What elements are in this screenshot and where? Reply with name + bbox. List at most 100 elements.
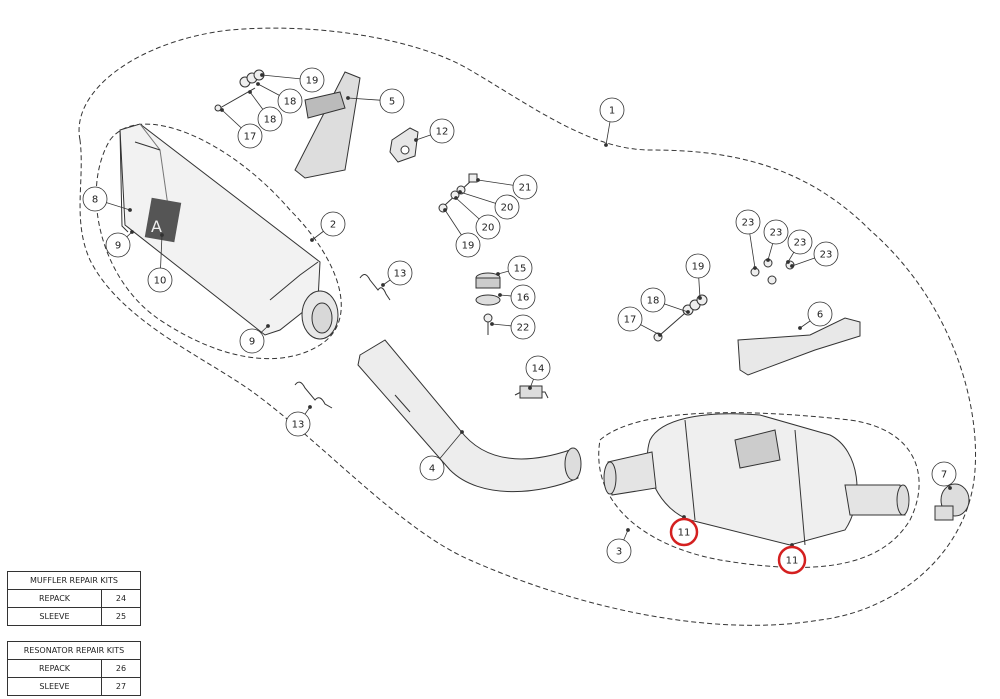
- callout-c19b: 19: [443, 208, 481, 258]
- hanger-strap-drawing: [294, 71, 361, 179]
- callout-c18a: 18: [256, 82, 303, 114]
- callout-number: 10: [154, 276, 167, 287]
- leader-dot: [160, 233, 164, 237]
- callout-number: 18: [647, 296, 660, 307]
- callout-circle: [237, 123, 263, 149]
- callout-c1: 1: [599, 97, 625, 147]
- callout-number: 11: [678, 528, 691, 539]
- leader-dot: [698, 296, 702, 300]
- leader-dot: [443, 208, 447, 212]
- callout-number: 16: [517, 293, 530, 304]
- callout-c19a: 19: [260, 67, 325, 93]
- callout-c13b: 13: [285, 405, 312, 437]
- callout-circle: [525, 355, 551, 381]
- leader-dot: [790, 264, 794, 268]
- callout-c22: 22: [490, 314, 536, 340]
- callout-c17a: 17: [220, 108, 263, 149]
- callout-circle: [105, 232, 131, 258]
- kit-label: SLEEVE: [7, 677, 102, 696]
- callout-c3: 3: [606, 528, 632, 564]
- callout-circle: [606, 538, 632, 564]
- callout-number: 20: [482, 223, 495, 234]
- callout-c19c: 19: [685, 253, 711, 300]
- resonator-repair-kits-table: RESONATOR REPAIR KITS REPACK 26 SLEEVE 2…: [7, 641, 141, 696]
- callout-circle: [510, 284, 536, 310]
- callout-c18c: 18: [640, 287, 690, 314]
- spring-drawings: [294, 274, 549, 409]
- leader-dot: [626, 528, 630, 532]
- kit-label: SLEEVE: [7, 607, 102, 626]
- table-row: SLEEVE 25: [7, 607, 141, 626]
- callout-number: 23: [742, 218, 755, 229]
- leader-dot: [496, 272, 500, 276]
- leader-dot: [454, 196, 458, 200]
- leader-dot: [458, 190, 462, 194]
- callout-circle: [669, 517, 699, 547]
- callout-c14: 14: [525, 355, 551, 390]
- table-row: SLEEVE 27: [7, 677, 141, 696]
- callout-circle: [512, 174, 538, 200]
- leader-dot: [753, 266, 757, 270]
- callout-number: 20: [501, 203, 514, 214]
- callout-circle: [599, 97, 625, 123]
- callout-number: 17: [244, 132, 257, 143]
- callout-number: 23: [794, 238, 807, 249]
- callout-number: 8: [92, 195, 98, 206]
- callout-circle: [807, 301, 833, 327]
- leader-dot: [460, 430, 464, 434]
- callout-c23a: 23: [735, 209, 761, 270]
- callout-c17b: 17: [617, 306, 662, 337]
- callout-number: 11: [786, 556, 799, 567]
- callout-c15: 15: [496, 255, 533, 281]
- leader-dot: [948, 486, 952, 490]
- callout-c8: 8: [82, 186, 132, 212]
- callout-c20a: 20: [458, 190, 520, 220]
- bracket-6-drawing: [737, 317, 861, 376]
- callout-number: 9: [115, 241, 121, 252]
- callout-circle: [285, 411, 311, 437]
- leader-dot: [308, 405, 312, 409]
- callout-c6: 6: [798, 301, 833, 330]
- svg-text:A: A: [151, 217, 162, 236]
- callout-circle: [735, 209, 761, 235]
- leader-dot: [256, 82, 260, 86]
- callout-circle: [507, 255, 533, 281]
- callout-number: 15: [514, 264, 527, 275]
- callout-number: 19: [692, 262, 705, 273]
- leader-dot: [130, 230, 134, 234]
- callout-number: 2: [330, 220, 336, 231]
- callout-number: 7: [941, 470, 947, 481]
- clamp-drawing: [934, 483, 970, 521]
- grommet-drawing: [475, 272, 501, 306]
- callout-c13a: 13: [381, 260, 413, 287]
- callout-number: 19: [306, 76, 319, 87]
- callout-number: 13: [292, 420, 305, 431]
- kit-number: 27: [101, 677, 141, 696]
- callout-circle: [239, 328, 265, 354]
- callout-circle: [257, 106, 283, 132]
- callout-circle: [379, 88, 405, 114]
- callout-circle: [475, 214, 501, 240]
- leader-dot: [266, 324, 270, 328]
- callout-c2: 2: [310, 211, 346, 242]
- callout-circle: [813, 241, 839, 267]
- callout-c11b: 11: [777, 543, 807, 575]
- leader-dot: [476, 178, 480, 182]
- callout-circle: [320, 211, 346, 237]
- callout-c9a: 9: [105, 230, 134, 258]
- callout-circle: [147, 267, 173, 293]
- callout-c16: 16: [498, 284, 536, 310]
- callout-c20b: 20: [454, 196, 501, 240]
- callout-c10: 10: [147, 233, 173, 293]
- callout-number: 18: [264, 115, 277, 126]
- callout-circle: [777, 545, 807, 575]
- callout-circle: [640, 287, 666, 313]
- callout-circle: [763, 219, 789, 245]
- callout-c21: 21: [476, 174, 538, 200]
- leader-dot: [414, 138, 418, 142]
- kit-label: REPACK: [7, 589, 102, 608]
- callout-number: 18: [284, 97, 297, 108]
- callout-c9b: 9: [239, 324, 270, 354]
- kit-label: REPACK: [7, 659, 102, 678]
